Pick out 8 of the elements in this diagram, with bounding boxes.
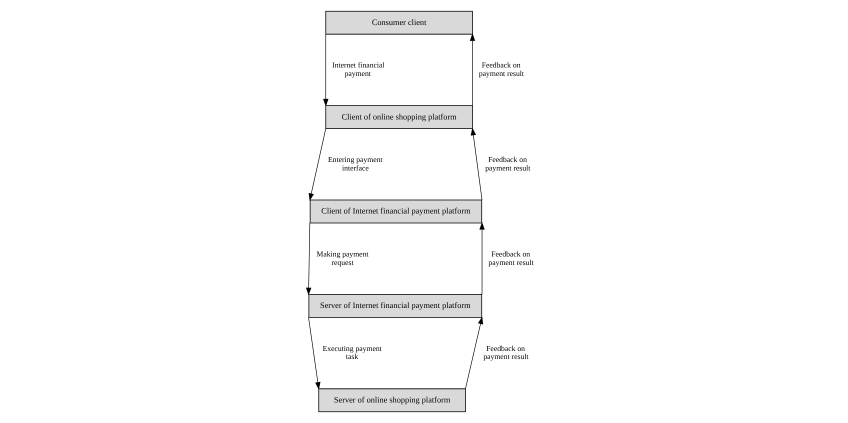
- arrow: [465, 316, 484, 390]
- arrow: [470, 33, 476, 106]
- arrow: [306, 222, 312, 296]
- arrow: [308, 317, 320, 390]
- arrow: [479, 222, 485, 295]
- arrow: [323, 34, 328, 107]
- arrow: [308, 128, 326, 201]
- arrow: [470, 128, 482, 200]
